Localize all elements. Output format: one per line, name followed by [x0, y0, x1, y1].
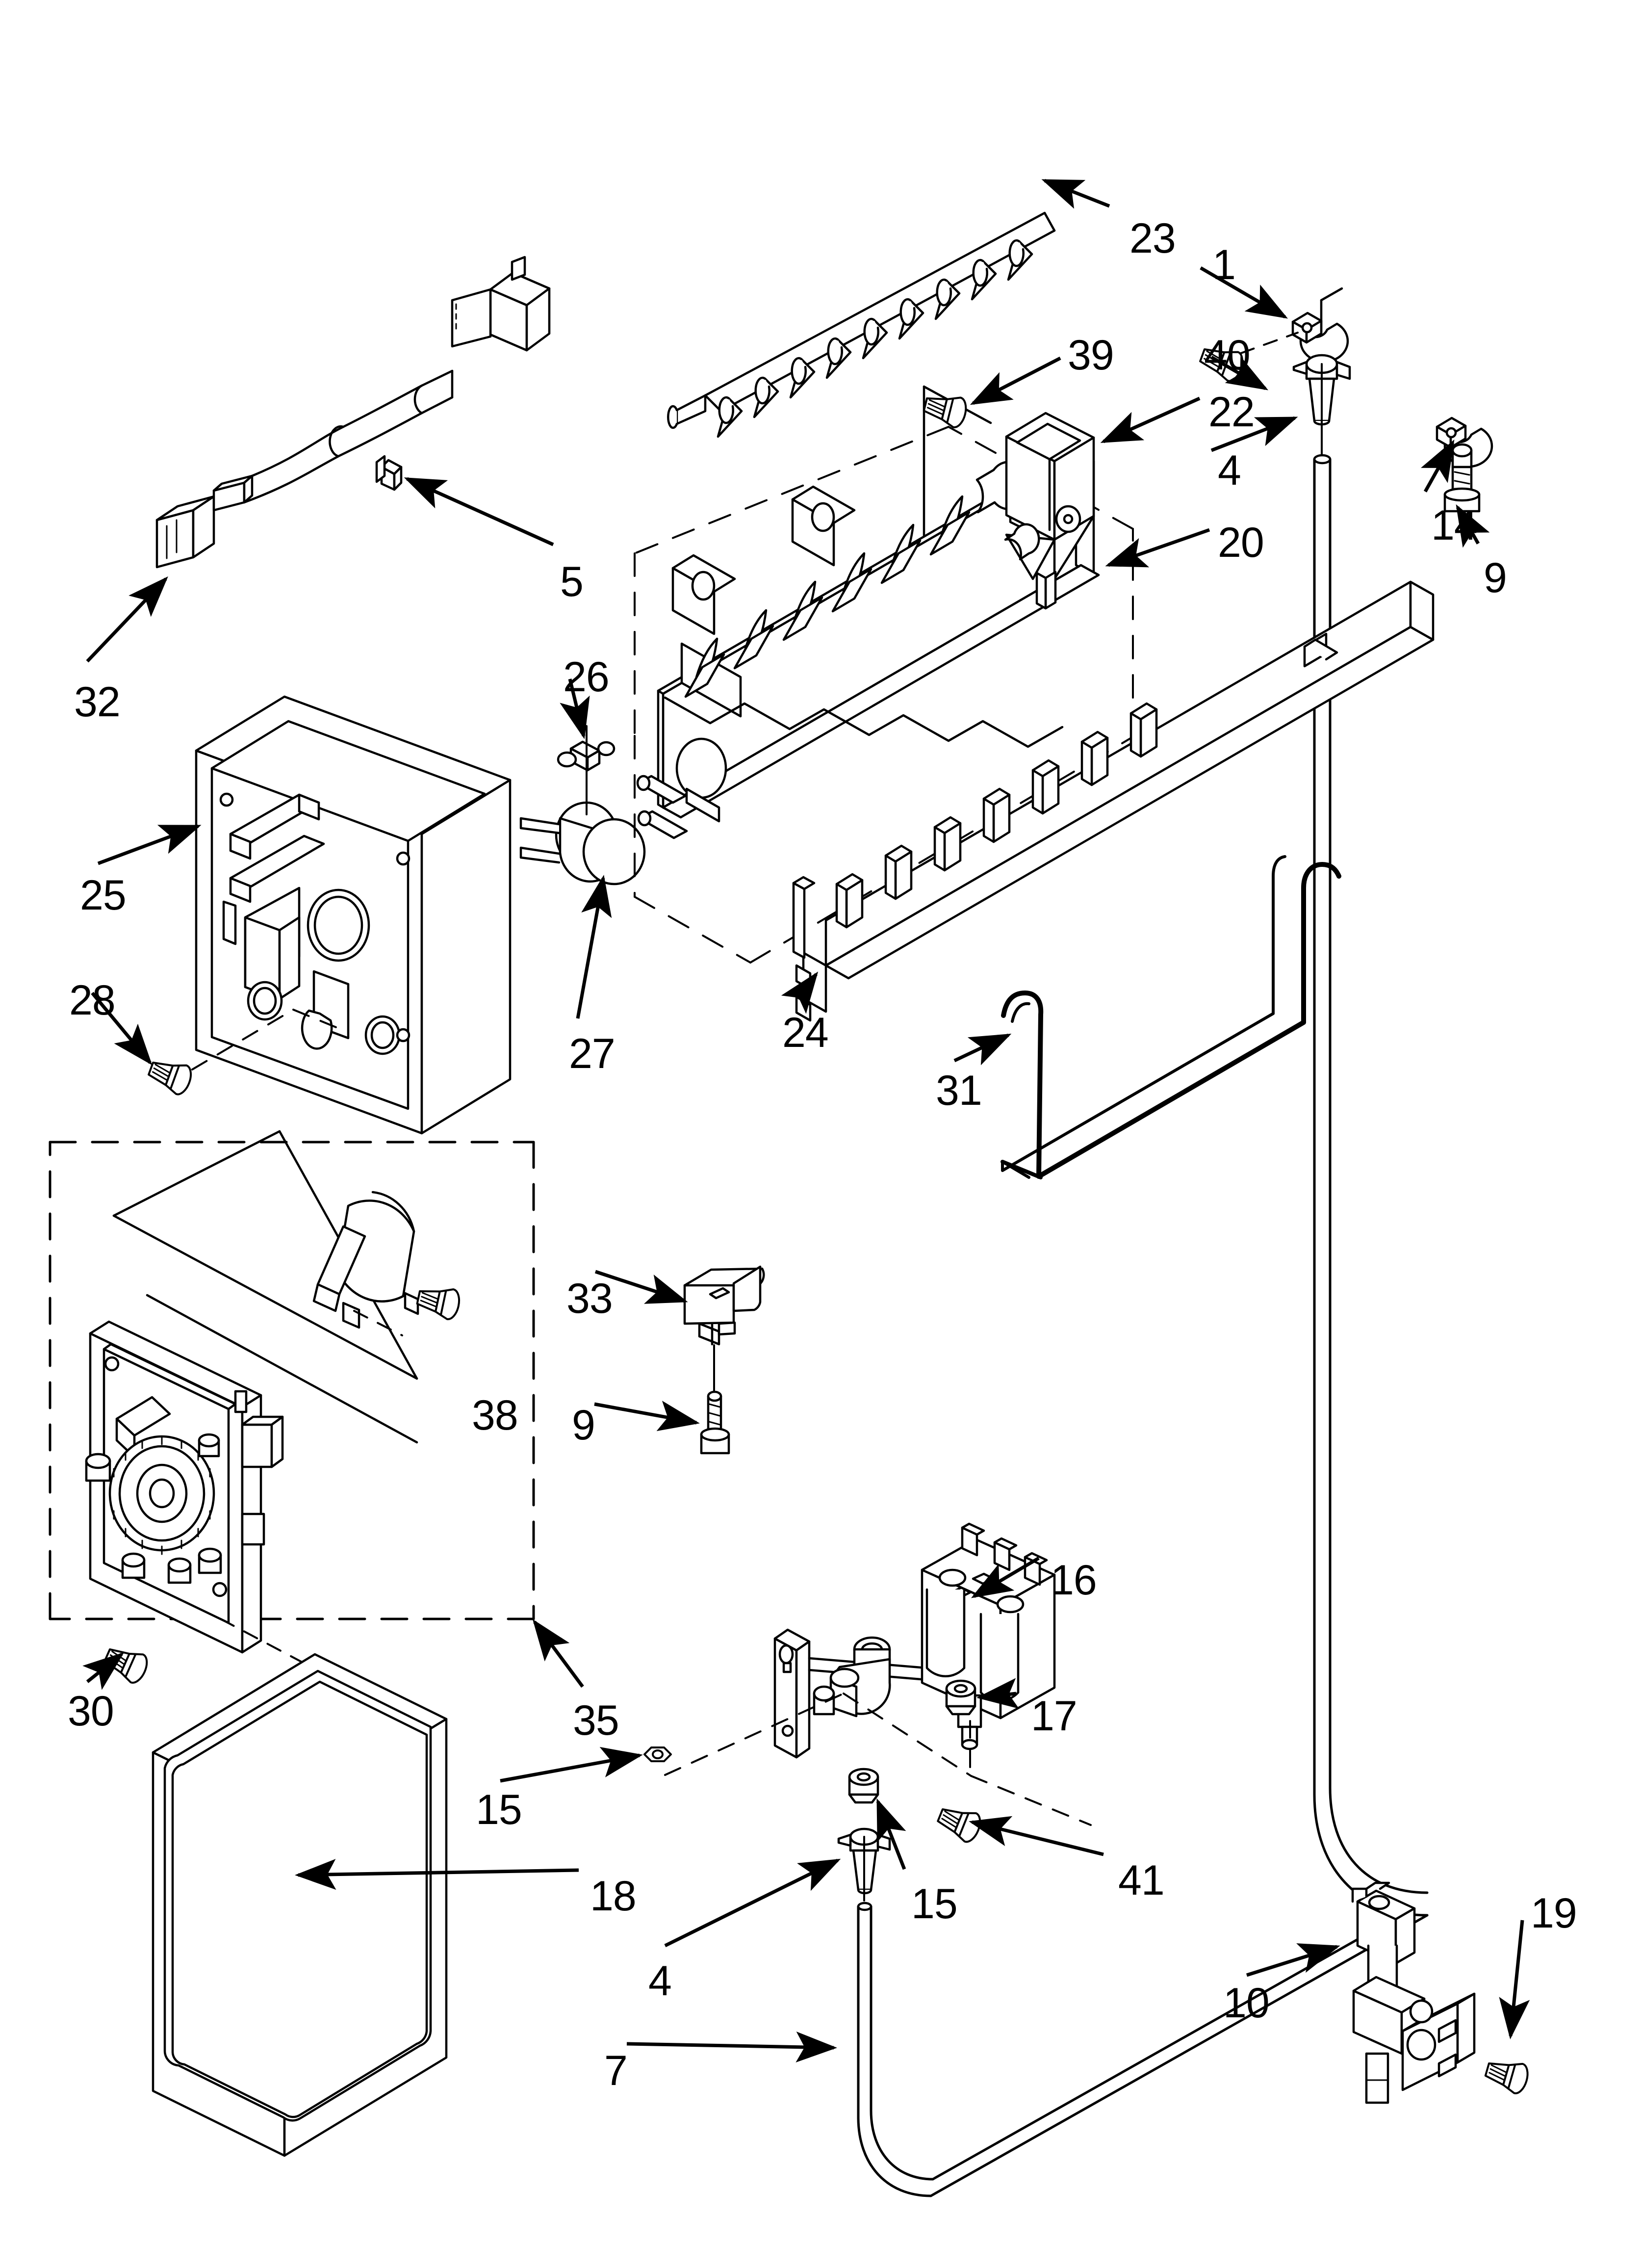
callout-33: 33 [566, 1275, 613, 1322]
callout-26: 26 [563, 653, 610, 701]
art-bracket-cap [683, 1265, 765, 1455]
leader-25 [97, 824, 202, 865]
leader-40 [1210, 355, 1269, 391]
callout-1: 1 [1212, 241, 1236, 288]
leader-19 [1499, 1920, 1530, 2039]
leader-4-top [1210, 416, 1298, 452]
callout-22: 22 [1208, 389, 1255, 436]
callout-20: 20 [1218, 519, 1264, 566]
callout-28: 28 [69, 977, 116, 1024]
leader-20 [1105, 528, 1210, 568]
leader-27 [576, 875, 612, 1019]
callout-32: 32 [74, 678, 121, 726]
leader-14 [1420, 439, 1455, 493]
leader-28 [91, 991, 153, 1066]
leader-39 [970, 356, 1061, 405]
art-icemaker-mold [634, 426, 1134, 964]
leader-15-center [876, 1798, 906, 1870]
leader-30 [82, 1652, 125, 1690]
leader-10 [1246, 1943, 1340, 1977]
art-control-housing [146, 695, 512, 1135]
callout-38: 38 [472, 1392, 518, 1439]
callout-17: 17 [1031, 1693, 1078, 1740]
callout-23: 23 [1129, 215, 1176, 262]
callout-27: 27 [569, 1030, 616, 1077]
leader-15-left [500, 1747, 643, 1783]
art-ice-ejector [792, 580, 1435, 1022]
callout-10: 10 [1223, 1980, 1270, 2027]
callout-15-left: 15 [476, 1786, 522, 1833]
leader-18 [295, 1859, 579, 1890]
art-fill-cup-chute [922, 385, 1095, 610]
callout-16: 16 [1051, 1557, 1097, 1604]
art-wire-harness [155, 256, 551, 569]
leader-26 [560, 678, 590, 739]
leader-35 [532, 1619, 584, 1688]
art-gearcase-module [49, 1130, 535, 1686]
art-ice-stripper-comb [667, 211, 1056, 438]
leader-23 [1041, 179, 1110, 209]
callout-41: 41 [1118, 1857, 1165, 1904]
art-water-tube-fitting [1351, 1881, 1531, 2104]
art-tube-clamp-assembly [1197, 287, 1493, 1917]
callout-25: 25 [80, 872, 127, 919]
leader-33 [594, 1270, 688, 1304]
leader-32 [86, 576, 168, 663]
leader-1 [1200, 266, 1288, 319]
leader-22 [1100, 396, 1201, 443]
callout-39: 39 [1068, 332, 1114, 379]
callout-7: 7 [604, 2047, 628, 2094]
leader-41 [969, 1816, 1104, 1856]
callout-14: 14 [1431, 502, 1478, 549]
art-shutoff-arm [1001, 855, 1341, 1179]
leader-9-cap [594, 1401, 700, 1432]
art-gasket-frame [152, 1653, 448, 2157]
callout-30: 30 [68, 1688, 114, 1735]
callout-18: 18 [590, 1873, 637, 1920]
callout-9-cap: 9 [572, 1402, 595, 1449]
art-water-inlet-valve [644, 1522, 1092, 1845]
leader-9-top [1456, 504, 1490, 548]
callout-15-center: 15 [911, 1880, 958, 1928]
callout-9-top: 9 [1484, 554, 1507, 601]
callout-4-lower: 4 [648, 1957, 672, 2005]
leader-5 [404, 477, 554, 547]
leader-16 [971, 1556, 1040, 1598]
callout-4-top: 4 [1218, 447, 1241, 494]
leader-31 [953, 1033, 1012, 1066]
leader-24 [781, 971, 819, 1014]
callout-19: 19 [1531, 1890, 1577, 1937]
callout-35: 35 [573, 1697, 619, 1744]
callout-31: 31 [936, 1067, 982, 1114]
art-icemaker-motor [519, 725, 646, 886]
leader-17 [976, 1678, 1019, 1709]
leader-7 [626, 2032, 837, 2063]
callout-24: 24 [782, 1009, 829, 1056]
leader-4-lower [664, 1858, 841, 1948]
callout-5: 5 [560, 558, 584, 605]
callout-40: 40 [1204, 332, 1251, 379]
